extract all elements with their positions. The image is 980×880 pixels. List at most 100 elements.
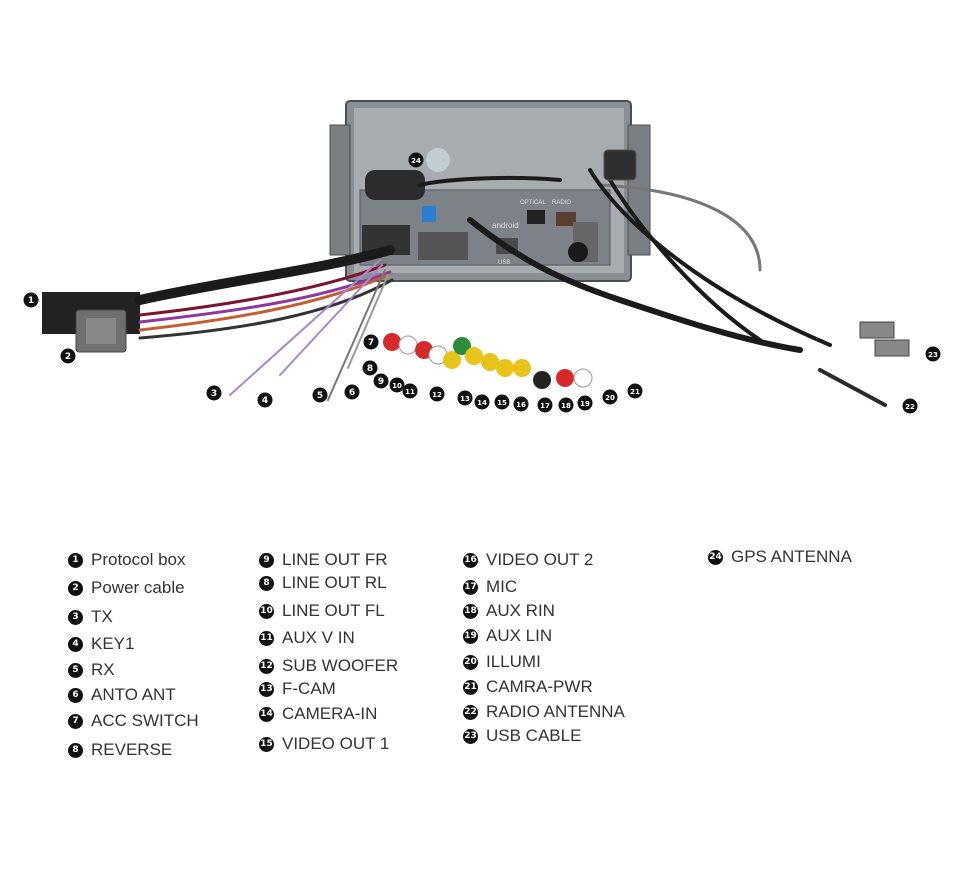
legend-item: 14 CAMERA-IN <box>259 704 377 724</box>
legend-label: AUX LIN <box>486 626 553 645</box>
callout-marker: 11 <box>402 383 418 399</box>
legend-label: REVERSE <box>91 740 173 759</box>
legend-number: 14 <box>259 706 274 722</box>
callout-marker-label: 5 <box>317 391 323 401</box>
legend-label: ILLUMI <box>486 652 541 671</box>
legend-number: 9 <box>259 552 274 568</box>
legend-number: 16 <box>463 552 478 568</box>
legend-label: Power cable <box>91 578 185 597</box>
callout-marker-label: 19 <box>580 400 590 408</box>
legend-item: 18 AUX RIN <box>463 601 555 621</box>
legend-item: 8 REVERSE <box>68 740 172 760</box>
optical-label: OPTICAL <box>520 200 546 206</box>
legend-label: CAMERA-IN <box>282 704 378 723</box>
callout-marker-label: 24 <box>411 157 421 165</box>
legend-item: 8 LINE OUT RL <box>259 573 387 593</box>
callout-marker: 19 <box>577 395 593 411</box>
legend-number: 24 <box>708 549 723 565</box>
legend-item: 10 LINE OUT FL <box>259 601 385 621</box>
legend-number: 23 <box>463 728 478 744</box>
legend-number: 20 <box>463 654 478 670</box>
legend-item: 19 AUX LIN <box>463 626 552 646</box>
legend-number: 3 <box>68 609 83 625</box>
legend-number: 1 <box>68 552 83 568</box>
callout-marker-label: 11 <box>405 388 415 396</box>
legend-label: AUX V IN <box>282 628 355 647</box>
callout-marker-label: 13 <box>460 395 470 403</box>
legend-number: 4 <box>68 636 83 652</box>
legend-number: 18 <box>463 603 478 619</box>
legend-number: 19 <box>463 628 478 644</box>
legend-item: 6 ANTO ANT <box>68 685 176 705</box>
rca-connectors <box>383 333 593 389</box>
callout-marker: 13 <box>457 390 473 406</box>
callout-marker: 7 <box>363 334 379 350</box>
legend-label: CAMRA-PWR <box>486 677 593 696</box>
callout-marker: 4 <box>257 392 273 408</box>
callout-marker: 9 <box>373 373 389 389</box>
wire-harness <box>135 168 887 407</box>
legend-number: 6 <box>68 687 83 703</box>
legend-number: 11 <box>259 630 274 646</box>
callout-marker: 21 <box>627 383 643 399</box>
callout-marker-label: 3 <box>211 389 217 399</box>
callout-marker: 3 <box>206 385 222 401</box>
callout-marker: 10 <box>389 377 405 393</box>
callout-marker: 22 <box>902 398 918 414</box>
callout-marker-label: 8 <box>367 364 373 374</box>
callout-marker-label: 22 <box>905 403 915 411</box>
legend-label: USB CABLE <box>486 726 582 745</box>
legend-label: SUB WOOFER <box>282 656 399 675</box>
callout-marker: 14 <box>474 394 490 410</box>
callout-marker: 16 <box>513 396 529 412</box>
brand-label: android <box>492 221 519 230</box>
legend-label: LINE OUT FL <box>282 601 385 620</box>
callout-marker-label: 2 <box>65 352 71 362</box>
legend-label: VIDEO OUT 1 <box>282 734 390 753</box>
callout-marker: 17 <box>537 397 553 413</box>
legend-number: 8 <box>68 742 83 758</box>
callout-marker: 23 <box>925 346 941 362</box>
callout-marker: 12 <box>429 386 445 402</box>
legend-label: RX <box>91 660 115 679</box>
legend-number: 10 <box>259 603 274 619</box>
usb-connectors <box>859 321 910 357</box>
callout-marker: 18 <box>558 397 574 413</box>
callout-marker: 2 <box>60 348 76 364</box>
callout-marker-label: 9 <box>378 377 384 387</box>
callout-marker-label: 17 <box>540 402 550 410</box>
wiring-diagram: android OPTICAL RADIO USB <box>23 100 941 414</box>
legend-label: ACC SWITCH <box>91 711 199 730</box>
legend-label: ANTO ANT <box>91 685 176 704</box>
callout-marker-label: 21 <box>630 388 640 396</box>
legend-number: 22 <box>463 704 478 720</box>
legend-item: 11 AUX V IN <box>259 628 355 648</box>
legend-label: LINE OUT RL <box>282 573 387 592</box>
callout-marker: 20 <box>602 389 618 405</box>
usb-label: USB <box>498 260 510 266</box>
head-unit <box>329 100 651 282</box>
callout-marker: 5 <box>312 387 328 403</box>
legend-item: 23 USB CABLE <box>463 726 581 746</box>
legend-number: 8 <box>259 575 274 591</box>
legend-label: MIC <box>486 577 518 596</box>
callout-marker-label: 4 <box>262 396 268 406</box>
callout-marker: 8 <box>362 360 378 376</box>
callout-marker-label: 6 <box>349 388 355 398</box>
protocol-box <box>42 292 140 353</box>
callout-marker-label: 7 <box>368 338 374 348</box>
legend-number: 7 <box>68 713 83 729</box>
legend-label: AUX RIN <box>486 601 555 620</box>
